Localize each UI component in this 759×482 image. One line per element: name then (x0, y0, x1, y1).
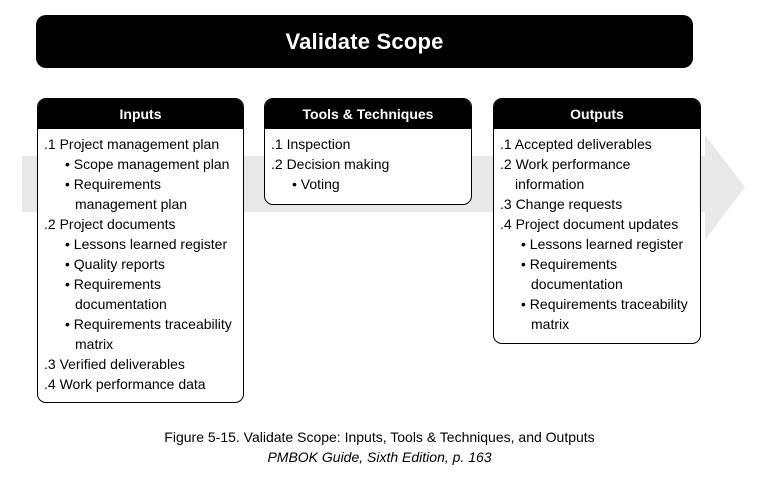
list-item: .3 Verified deliverables (44, 356, 185, 372)
list-item: Lessons learned register (44, 234, 237, 254)
list-item: Lessons learned register (500, 234, 694, 254)
tools-techniques-list: .1 Inspection .2 Decision making Voting (265, 129, 471, 194)
outputs-list: .1 Accepted deliverables .2 Work perform… (494, 129, 700, 334)
list-item: .1 Accepted deliverables (500, 136, 652, 152)
list-item: Requirements traceability matrix (44, 314, 237, 354)
tools-techniques-box: Tools & Techniques .1 Inspection .2 Deci… (264, 98, 472, 205)
list-item: Requirements management plan (44, 174, 237, 214)
inputs-header: Inputs (38, 99, 243, 129)
list-item: Quality reports (44, 254, 237, 274)
process-title: Validate Scope (285, 28, 444, 54)
tools-techniques-header: Tools & Techniques (265, 99, 471, 129)
list-item: .1 Inspection (271, 136, 351, 152)
outputs-box: Outputs .1 Accepted deliverables .2 Work… (493, 98, 701, 344)
figure-caption-label: Figure 5-15. Validate Scope: Inputs, Too… (164, 429, 595, 445)
list-item: .1 Project management plan (44, 136, 220, 152)
inputs-list: .1 Project management plan Scope managem… (38, 129, 243, 394)
tools-techniques-header-label: Tools & Techniques (302, 106, 434, 122)
list-item: Scope management plan (44, 154, 237, 174)
process-title-box: Validate Scope (36, 15, 693, 68)
list-item: .2 Decision making (271, 156, 390, 172)
figure-caption: Figure 5-15. Validate Scope: Inputs, Too… (0, 427, 759, 467)
list-item: .4 Work performance data (44, 376, 206, 392)
list-item: Voting (271, 174, 465, 194)
inputs-box: Inputs .1 Project management plan Scope … (37, 98, 244, 403)
outputs-header: Outputs (494, 99, 700, 129)
list-item: Requirements traceability matrix (500, 294, 694, 334)
list-item: .4 Project document updates (500, 216, 679, 232)
figure-caption-source: PMBOK Guide, Sixth Edition, p. 163 (267, 449, 492, 465)
list-item: Requirements documentation (500, 254, 694, 294)
list-item: .3 Change requests (500, 196, 623, 212)
outputs-header-label: Outputs (570, 106, 624, 122)
list-item: .2 Work performance information (500, 156, 631, 192)
list-item: .2 Project documents (44, 216, 176, 232)
list-item: Requirements documentation (44, 274, 237, 314)
inputs-header-label: Inputs (119, 106, 162, 122)
